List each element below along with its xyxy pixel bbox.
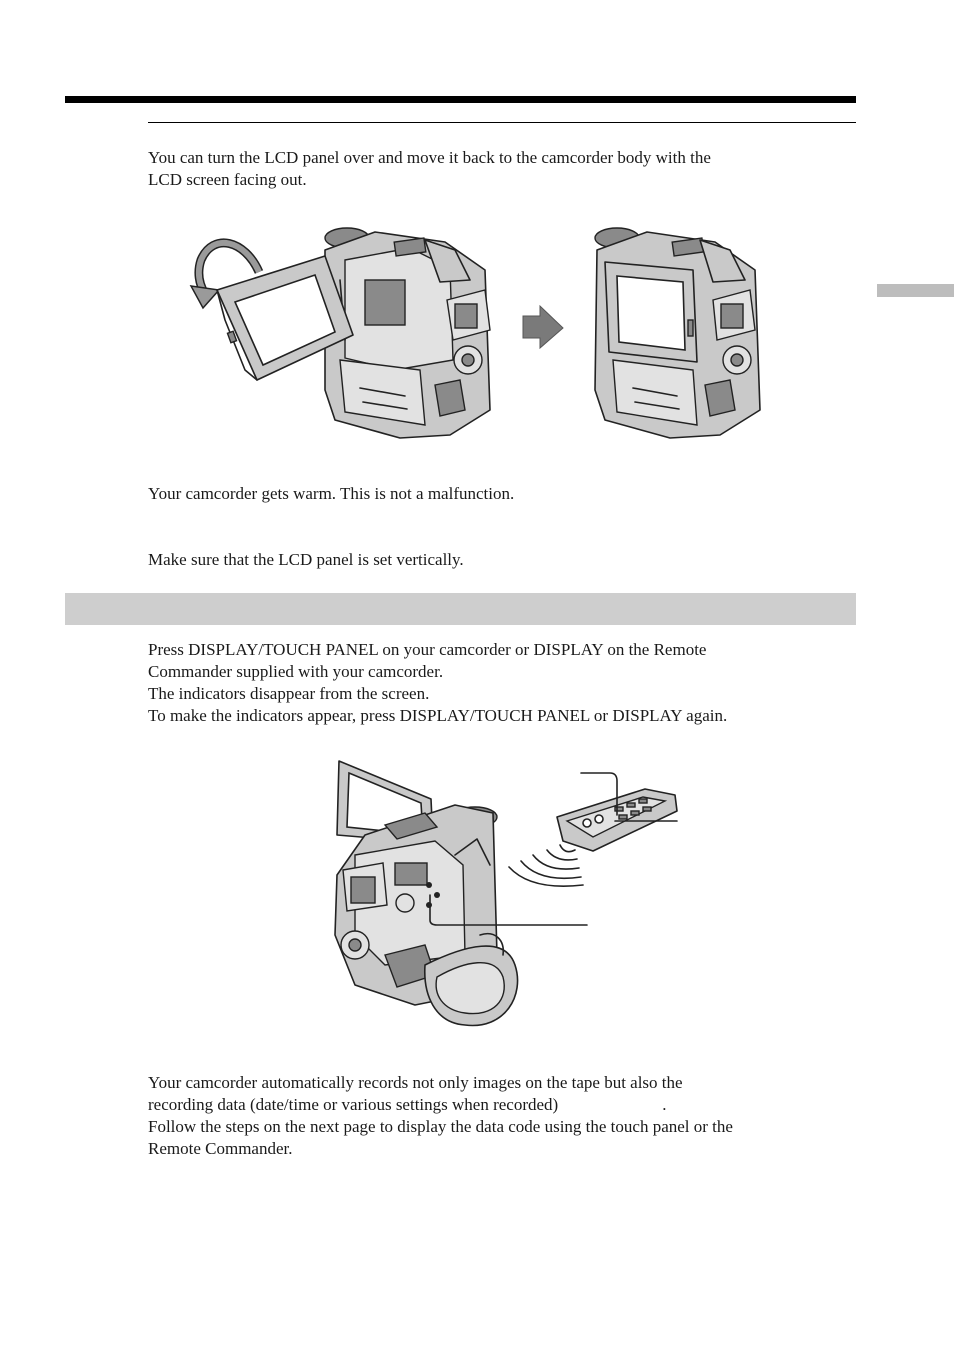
- display-steps-line-1: Press DISPLAY/TOUCH PANEL on your camcor…: [148, 640, 707, 659]
- thin-rule: [148, 122, 856, 123]
- display-steps-paragraph: Press DISPLAY/TOUCH PANEL on your camcor…: [148, 639, 727, 727]
- top-rule: [65, 96, 856, 103]
- right-arrow-icon: [522, 304, 564, 350]
- intro-paragraph: You can turn the LCD panel over and move…: [148, 147, 711, 191]
- data-code-line-4: Remote Commander.: [148, 1139, 293, 1158]
- rotate-arrow-icon: [189, 238, 264, 310]
- note-warm-line: Your camcorder gets warm. This is not a …: [148, 484, 515, 503]
- data-code-paragraph: Your camcorder automatically records not…: [148, 1072, 733, 1160]
- lcd-panel-icon: [216, 255, 354, 381]
- camcorder-open-lcd-icon: [324, 227, 491, 439]
- note-vertical-paragraph: Make sure that the LCD panel is set vert…: [148, 549, 464, 571]
- display-steps-line-4: To make the indicators appear, press DIS…: [148, 706, 728, 725]
- display-steps-line-2: Commander supplied with your camcorder.: [148, 662, 444, 681]
- intro-line-2: LCD screen facing out.: [148, 170, 307, 189]
- lcd-flip-illustration: [189, 227, 761, 439]
- data-code-line-2: recording data (date/time or various set…: [148, 1094, 733, 1116]
- note-warm-paragraph: Your camcorder gets warm. This is not a …: [148, 483, 514, 505]
- section-heading-band: [65, 593, 856, 625]
- grip-strap-icon: [424, 933, 519, 1027]
- data-code-line-1: Your camcorder automatically records not…: [148, 1073, 683, 1092]
- intro-line-1: You can turn the LCD panel over and move…: [148, 148, 711, 167]
- data-code-line-3: Follow the steps on the next page to dis…: [148, 1117, 733, 1136]
- remote-commander-icon: [556, 788, 678, 852]
- display-button-illustration: [334, 760, 678, 1027]
- data-code-line-2-text: recording data (date/time or various set…: [148, 1095, 559, 1114]
- infrared-signal-icon: [508, 844, 584, 887]
- note-vertical-line: Make sure that the LCD panel is set vert…: [148, 550, 464, 569]
- side-tab-marker: [877, 284, 954, 297]
- display-steps-line-3: The indicators disappear from the screen…: [148, 684, 430, 703]
- data-code-trailing-period: .: [662, 1095, 667, 1114]
- camcorder-closed-lcd-icon: [594, 227, 761, 439]
- callout-lines: [429, 772, 678, 926]
